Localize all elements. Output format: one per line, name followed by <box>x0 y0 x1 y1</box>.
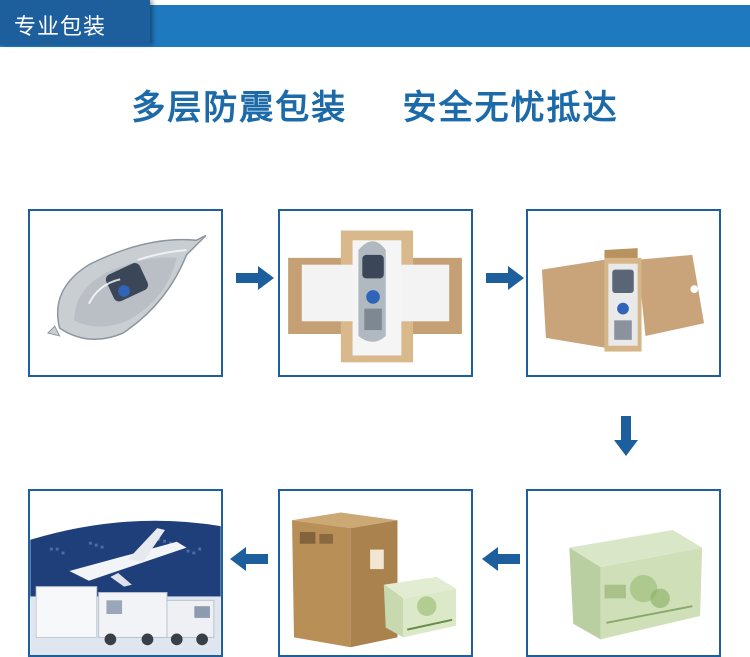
step-5-frame <box>278 489 473 657</box>
step-2-frame <box>278 209 473 377</box>
slogan: 多层防震包装 安全无忧抵达 <box>0 80 750 129</box>
header-tab: 专业包装 <box>0 0 150 45</box>
step-4-frame <box>526 489 721 657</box>
device-in-foam-cross-photo <box>280 211 471 375</box>
arrow-left-icon <box>230 547 268 571</box>
bubble-wrapped-device-photo <box>30 211 221 375</box>
step-3-frame <box>526 209 721 377</box>
slogan-right: 安全无忧抵达 <box>402 88 619 128</box>
arrow-right-icon <box>486 266 524 290</box>
arrow-left-icon <box>482 547 520 571</box>
arrow-down-icon <box>614 416 638 456</box>
outer-carton-photo <box>280 491 471 655</box>
header-title: 专业包装 <box>14 15 107 40</box>
step-1-frame <box>28 209 223 377</box>
shipping-logistics-photo <box>30 491 221 655</box>
arrow-right-icon <box>236 266 274 290</box>
slogan-left: 多层防震包装 <box>131 88 348 128</box>
step-6-frame <box>28 489 223 657</box>
sealed-green-box-photo <box>528 491 719 655</box>
device-in-open-box-photo <box>528 211 719 375</box>
